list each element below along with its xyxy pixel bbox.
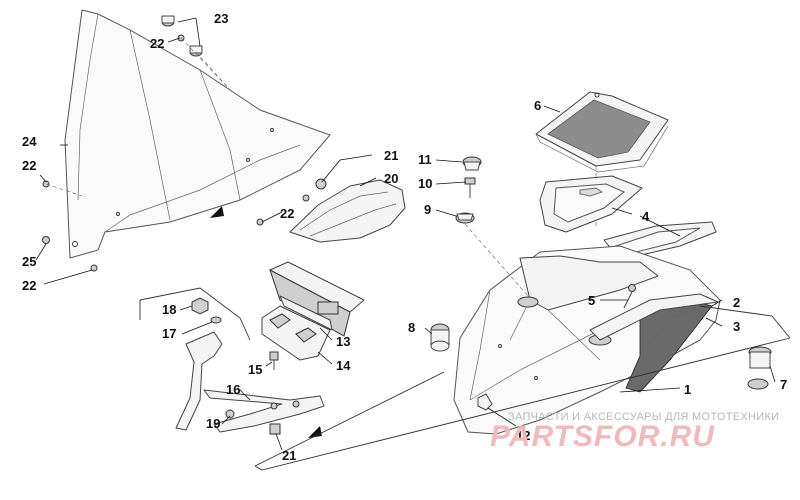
support-arm-16-part: [175, 331, 325, 433]
callout-13: 13: [336, 334, 350, 349]
switch-8-part: [430, 323, 450, 352]
watermark-tagline: ЗАПЧАСТИ И АКСЕССУАРЫ ДЛЯ МОТОТЕХНИКИ: [508, 411, 779, 423]
screw-15-part: [269, 351, 279, 370]
bolt-21-part: [269, 423, 281, 435]
callout-24: 24: [22, 134, 37, 149]
callout-9: 9: [424, 202, 431, 217]
bracket-14-part: [261, 305, 331, 361]
gauge-bezel-part: [539, 175, 717, 261]
callout-23: 23: [214, 11, 228, 26]
callout-22: 22: [150, 36, 164, 51]
callout-25: 25: [22, 254, 36, 269]
callout-7: 7: [780, 377, 787, 392]
callout-11: 11: [418, 152, 432, 167]
control-module-13-part: [269, 261, 365, 337]
callout-17: 17: [162, 326, 176, 341]
nut-18-part: [191, 297, 209, 315]
callout-labels: 23 22 24 22 25 22 22 21 20 11 10 9 6 4 5…: [22, 11, 787, 463]
callout-6: 6: [534, 98, 541, 113]
front-hood-part: [453, 245, 721, 435]
washer-17-part: [210, 316, 222, 324]
callout-21: 21: [282, 448, 296, 463]
storage-net-part: [535, 91, 669, 173]
callout-19: 19: [206, 416, 220, 431]
grommet-9-part: [455, 212, 475, 224]
callout-2: 2: [733, 295, 740, 310]
fastener-10-part: [464, 177, 476, 198]
callout-12: 12: [516, 428, 530, 443]
grommet-11-part: [462, 156, 482, 171]
screw-22-part: [42, 34, 310, 272]
headlight-lens-part: [289, 178, 406, 243]
callout-22: 22: [22, 158, 36, 173]
callout-15: 15: [248, 362, 262, 377]
watermark: ЗАПЧАСТИ И АКСЕССУАРЫ ДЛЯ МОТОТЕХНИКИ PA…: [490, 411, 779, 453]
callout-18: 18: [162, 302, 176, 317]
bumper-12-part: [477, 393, 493, 411]
callout-21: 21: [384, 148, 398, 163]
callout-16: 16: [226, 382, 240, 397]
callout-22: 22: [280, 206, 294, 221]
callout-22: 22: [22, 278, 36, 293]
callout-20: 20: [384, 171, 398, 186]
callout-1: 1: [684, 382, 691, 397]
callout-10: 10: [418, 176, 432, 191]
callout-3: 3: [733, 319, 740, 334]
leader-lines: [35, 17, 791, 471]
callout-4: 4: [642, 209, 650, 224]
callout-5: 5: [588, 293, 595, 308]
callout-14: 14: [336, 358, 351, 373]
direction-arrow-icon: [210, 206, 322, 438]
watermark-logo: PARTSFOR.RU: [490, 420, 715, 453]
filler-cap-7-part: [747, 346, 772, 390]
bolt-19-part: [225, 409, 235, 419]
callout-8: 8: [408, 320, 415, 335]
windshield-part: [64, 9, 331, 259]
